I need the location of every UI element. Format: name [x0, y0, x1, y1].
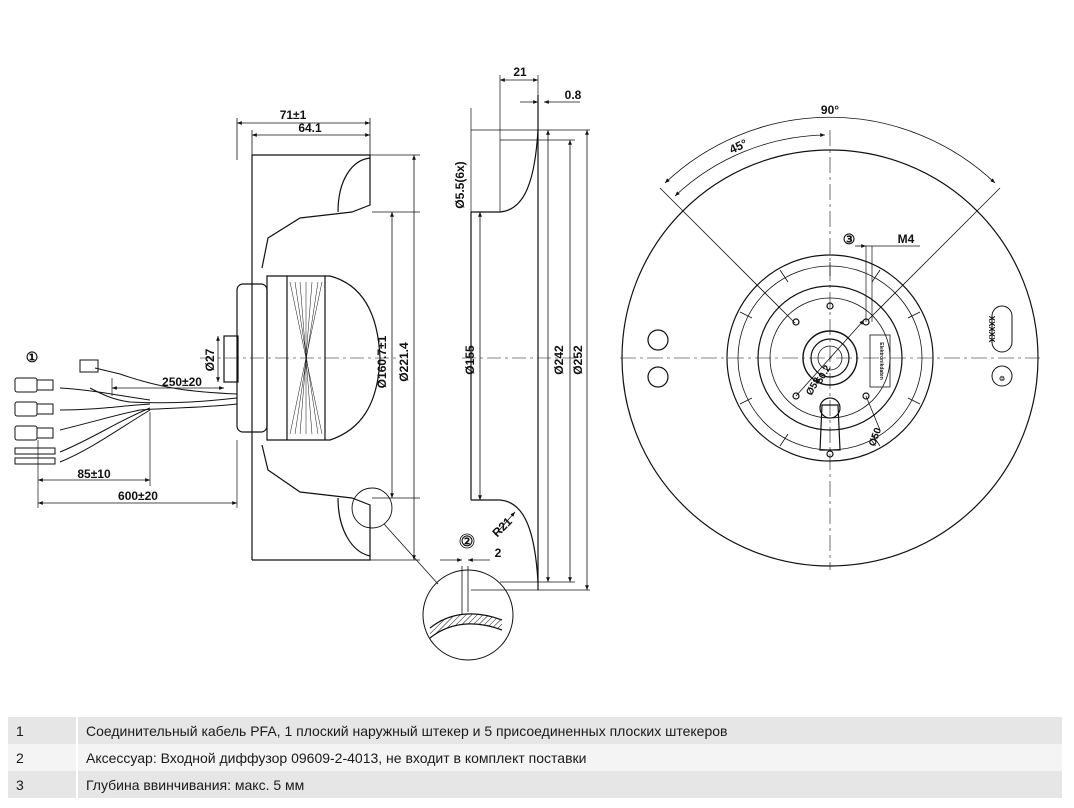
dim-85: 85±10 — [77, 467, 111, 481]
dim-252: Ø252 — [571, 345, 585, 375]
cable-harness — [14, 359, 238, 508]
detail-view — [422, 533, 514, 661]
nozzle-profile — [462, 75, 590, 591]
note-text: Глубина ввинчивания: макс. 5 мм — [77, 771, 1062, 798]
note-number: 2 — [8, 744, 78, 771]
notes-table: 1 Соединительный кабель PFA, 1 плоский н… — [8, 717, 1062, 798]
dim-holes: Ø5.5(6x) — [453, 161, 467, 208]
dim-r21: R21 — [489, 514, 515, 540]
callout-labels: ① ② ③ — [26, 231, 856, 549]
note-text: Соединительный кабель PFA, 1 плоский нар… — [77, 717, 1062, 744]
code-mark: XXXXX — [987, 316, 996, 343]
table-row: 3 Глубина ввинчивания: макс. 5 мм — [8, 771, 1062, 798]
dim-221: Ø221.4 — [397, 342, 411, 382]
dim-21: 21 — [513, 65, 527, 79]
callout-2: ② — [461, 533, 474, 549]
dim-08: 0.8 — [565, 88, 582, 102]
callout-3: ③ — [843, 231, 856, 247]
note-number: 3 — [8, 771, 78, 798]
svg-text:♲: ♲ — [999, 375, 1005, 383]
dim-160: Ø160.7±1 — [375, 335, 389, 388]
dim-64: 64.1 — [298, 121, 322, 135]
dim-71: 71±1 — [280, 108, 307, 122]
table-row: 1 Соединительный кабель PFA, 1 плоский н… — [8, 717, 1062, 744]
plate-label: Elektronikdaten — [878, 342, 884, 380]
table-row: 2 Аксессуар: Входной диффузор 09609-2-40… — [8, 744, 1062, 771]
front-view — [620, 116, 1040, 570]
technical-drawing: XXXXX Elektronikdaten ♲ 71±1 64.1 Ø27 25… — [14, 65, 1040, 661]
dim-50b: 50.2 — [814, 363, 833, 386]
note-number: 1 — [8, 717, 78, 744]
side-view — [200, 118, 439, 585]
dim-27: Ø27 — [203, 348, 217, 371]
dim-m4: M4 — [898, 232, 915, 246]
angle-90: 90° — [821, 103, 839, 117]
dim-600: 600±20 — [118, 489, 158, 503]
dim-242: Ø242 — [552, 345, 566, 375]
dim-50: Ø50 — [867, 426, 884, 448]
dim-155: Ø155 — [463, 345, 477, 375]
front-view-labels: XXXXX Elektronikdaten ♲ — [878, 316, 1005, 383]
callout-1: ① — [26, 349, 39, 365]
dim-250: 250±20 — [162, 375, 202, 389]
note-text: Аксессуар: Входной диффузор 09609-2-4013… — [77, 744, 1062, 771]
dim-2: 2 — [495, 546, 502, 560]
dimension-labels: 71±1 64.1 Ø27 250±20 85±10 600±20 Ø160.7… — [77, 65, 914, 560]
